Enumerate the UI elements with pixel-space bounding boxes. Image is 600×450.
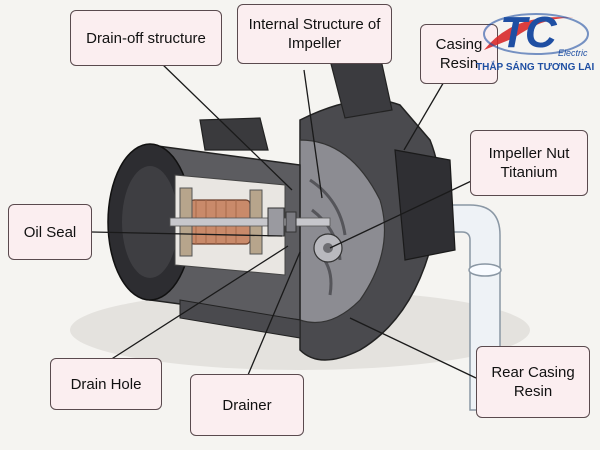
- label-nut-line2: Titanium: [500, 164, 558, 181]
- shaft: [169, 207, 331, 237]
- logo-tagline: THẮP SÁNG TƯƠNG LAI: [476, 62, 595, 73]
- impeller-section: [299, 139, 386, 324]
- label-impeller-line2: Impeller: [287, 35, 342, 52]
- label-nut-line1: Impeller Nut: [488, 145, 570, 162]
- tc-electric-logo: TC Electric THẮP SÁNG TƯƠNG LAI: [474, 8, 598, 78]
- label-drain-hole: Drain Hole: [50, 358, 162, 410]
- label-drain-off-structure: Drain-off structure: [70, 10, 222, 66]
- label-rear-line1: Rear Casing: [491, 364, 575, 381]
- label-oil-seal-text: Oil Seal: [23, 223, 77, 241]
- label-impeller-line1: Internal Structure of: [248, 16, 381, 33]
- label-drainer: Drainer: [190, 374, 304, 436]
- label-casing-line1: Casing: [435, 36, 483, 53]
- pump-base: [179, 299, 301, 339]
- logo-mark: TC: [500, 8, 557, 57]
- logo-word: Electric: [558, 48, 588, 58]
- label-drain-off-text: Drain-off structure: [86, 29, 206, 47]
- label-internal-structure-impeller: Internal Structure of Impeller: [237, 4, 392, 64]
- leader-lines: [91, 61, 485, 379]
- label-oil-seal: Oil Seal: [8, 204, 92, 260]
- label-rear-casing-resin: Rear Casing Resin: [476, 346, 590, 418]
- label-casing-line2: Resin: [439, 55, 479, 72]
- label-casing-resin: Casing Resin: [420, 24, 498, 84]
- logo-swoosh-icon: [483, 13, 589, 55]
- label-drain-hole-text: Drain Hole: [70, 375, 142, 393]
- label-rear-line2: Resin: [513, 383, 553, 400]
- label-impeller-nut-titanium: Impeller Nut Titanium: [470, 130, 588, 196]
- label-drainer-text: Drainer: [222, 396, 272, 414]
